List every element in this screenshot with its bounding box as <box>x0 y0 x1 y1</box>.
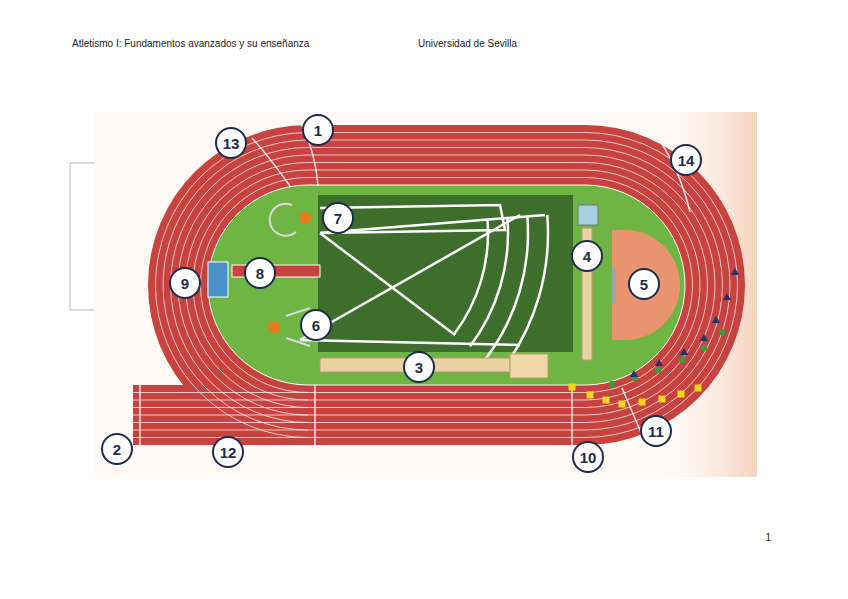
hurdle-mark <box>680 348 688 355</box>
callout-circle: 10 <box>572 441 604 473</box>
callout-circle: 2 <box>101 433 133 465</box>
hurdle-mark <box>678 391 685 398</box>
callout-number: 3 <box>415 360 423 375</box>
callout-circle: 12 <box>212 436 244 468</box>
hurdle-mark <box>723 293 731 300</box>
hurdle-mark <box>659 396 666 403</box>
callout-circle: 4 <box>571 240 603 272</box>
callout-number: 9 <box>181 276 189 291</box>
callout-circle: 1 <box>302 114 334 146</box>
hurdle-mark <box>719 329 725 335</box>
sand-pit <box>510 354 548 378</box>
hurdle-mark <box>609 381 615 387</box>
lane-line <box>186 163 708 408</box>
callout-number: 11 <box>648 424 664 439</box>
hurdle-mark <box>700 334 708 341</box>
callout-number: 2 <box>113 442 121 457</box>
lane-line <box>178 155 715 415</box>
callout-number: 13 <box>223 136 240 151</box>
lane-line <box>133 392 308 393</box>
hurdle-mark <box>695 385 702 392</box>
running-header: Atletismo I: Fundamentos avanzados y su … <box>72 38 309 49</box>
callout-circle: 11 <box>640 415 672 447</box>
javelin-area <box>612 230 680 340</box>
callout-number: 4 <box>583 249 591 264</box>
sector-arcs <box>454 215 548 371</box>
hurdle-mark <box>712 316 720 323</box>
hurdle-mark <box>630 370 638 377</box>
lane-line <box>133 415 308 416</box>
sector-arc <box>502 215 548 371</box>
sector-arc <box>470 218 508 346</box>
lane-line <box>193 170 700 400</box>
lane-lines <box>133 133 737 438</box>
hurdle-marks <box>569 268 740 408</box>
throwing-circle <box>299 212 311 224</box>
lane-line <box>156 133 738 438</box>
hurdle-mark <box>679 357 685 363</box>
callout-circle: 7 <box>322 202 354 234</box>
page-number: 1 <box>765 532 771 543</box>
throwing-circle <box>268 321 280 333</box>
hurdle-mark <box>619 401 626 408</box>
callout-number: 8 <box>256 266 264 281</box>
start-lines <box>140 122 690 478</box>
hurdle-mark <box>587 392 594 399</box>
lane-line <box>133 430 308 431</box>
throwing-field <box>318 195 573 352</box>
lane-line <box>201 178 693 393</box>
lane-line <box>171 148 723 423</box>
callout-number: 14 <box>678 153 695 168</box>
callout-circle: 8 <box>244 257 276 289</box>
callout-circle: 5 <box>628 268 660 300</box>
hurdle-mark <box>603 397 610 404</box>
hurdle-mark <box>701 345 707 351</box>
hurdle-mark <box>655 367 661 373</box>
lane-line <box>133 422 308 423</box>
callout-circle: 9 <box>169 267 201 299</box>
image-ground <box>95 112 757 477</box>
callout-circle: 14 <box>670 144 702 176</box>
lane-line <box>133 407 308 408</box>
callout-circle: 13 <box>215 127 247 159</box>
pole-vault-mat <box>578 205 598 225</box>
lane-line <box>163 140 730 430</box>
hurdle-mark <box>655 359 663 366</box>
sector-arc <box>454 220 488 335</box>
throwing-cage <box>270 204 296 236</box>
callout-number: 1 <box>314 123 322 138</box>
margin-bracket <box>70 163 95 310</box>
callout-number: 5 <box>640 277 648 292</box>
pole-vault-runway <box>582 228 592 360</box>
running-header: Universidad de Sevilla <box>418 38 517 49</box>
hurdle-mark <box>639 399 646 406</box>
callout-circle: 6 <box>300 309 332 341</box>
infield <box>208 185 685 385</box>
callout-number: 10 <box>580 450 597 465</box>
track-oval <box>148 125 745 445</box>
callout-number: 6 <box>312 318 320 333</box>
hurdle-mark <box>731 268 739 275</box>
javelin-line <box>612 268 616 304</box>
hurdle-mark <box>569 384 576 391</box>
callout-number: 7 <box>334 211 342 226</box>
high-jump-mat <box>208 262 228 297</box>
callout-number: 12 <box>220 445 237 460</box>
callout-circle: 3 <box>403 351 435 383</box>
